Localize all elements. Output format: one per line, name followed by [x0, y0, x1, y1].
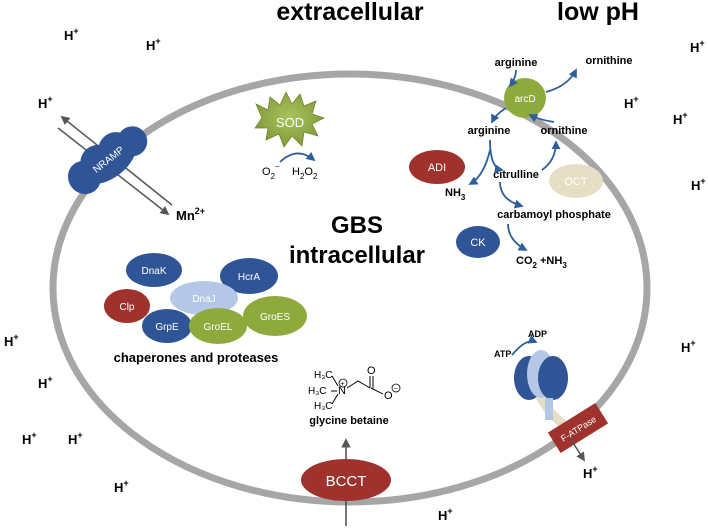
mn-label: Mn2+	[176, 206, 205, 223]
proton-efflux-arrow	[569, 437, 585, 462]
hcra-label: HcrA	[238, 272, 261, 283]
arrow-citrulline-ornithine	[541, 140, 561, 171]
adp-label: ADP	[528, 329, 547, 339]
clp-protein	[104, 289, 150, 323]
arcd-transporter	[504, 78, 546, 118]
dnaj-protein	[170, 281, 238, 315]
proton: H+	[114, 478, 129, 495]
bcct-label: BCCT	[326, 473, 367, 490]
clp-label: Clp	[119, 302, 134, 313]
groes-protein	[243, 296, 307, 336]
proton: H+	[690, 38, 705, 55]
arrow-carbamoyl-co2	[507, 223, 528, 251]
co2-nh3-label: CO2 +NH3	[516, 255, 567, 270]
carbonyl-oxygen: O	[367, 365, 376, 377]
arrow-arcd-ornithine-out	[545, 68, 577, 93]
nh3-label: NH3	[445, 187, 466, 202]
f-atpase-complex: F-ATPase ATP ADP	[494, 329, 609, 462]
hydrogen-peroxide-label: H2O2	[292, 166, 318, 181]
sod-enzyme: SOD	[254, 91, 326, 148]
proton: H+	[691, 176, 706, 193]
atp-adp-arrow	[511, 335, 538, 356]
bcct-transporter	[301, 459, 391, 501]
groel-label: GroEL	[204, 322, 233, 333]
superoxide-label: O2−	[262, 162, 280, 181]
intracellular-label: intracellular	[289, 242, 425, 269]
low-ph-label: low pH	[557, 0, 639, 26]
arrow-nh3-branch	[468, 149, 491, 185]
methyl-top: H₃C	[314, 370, 333, 381]
stalk	[545, 398, 553, 420]
nitrogen-atom: N	[338, 385, 346, 397]
adi-pathway: arginine ornithine arcD arginine ornithi…	[409, 55, 633, 270]
proton: H+	[438, 506, 453, 523]
sod-starburst	[254, 91, 326, 148]
arrow-arcd-arginine	[491, 107, 507, 124]
adi-enzyme	[409, 150, 465, 184]
glycine-betaine-structure: H₃C H₃C H₃C N + O O − glycine betaine	[308, 365, 401, 427]
chaperone-cluster: DnaK HcrA DnaJ Clp GrpE GroEL GroES chap…	[104, 253, 307, 365]
citrulline-label: citrulline	[493, 169, 539, 181]
carbamoyl-phosphate-label: carbamoyl phosphate	[497, 209, 611, 221]
proton: H+	[624, 94, 639, 111]
hcra-protein	[220, 258, 278, 294]
proton: H+	[583, 464, 598, 481]
proton: H+	[4, 332, 19, 349]
ornithine-outside: ornithine	[585, 55, 632, 67]
adi-label: ADI	[428, 162, 446, 174]
groes-label: GroES	[260, 312, 290, 323]
grpe-label: GrpE	[155, 322, 179, 333]
methyl-mid: H₃C	[308, 386, 327, 397]
groel-protein	[189, 308, 247, 344]
f1-subunit-right	[538, 356, 568, 400]
arrow-citrulline-carbamoyl	[499, 181, 524, 209]
arginine-inside: arginine	[468, 125, 511, 137]
nramp-transporter: NRAMP	[57, 115, 173, 216]
methyl-bot: H₃C	[314, 401, 333, 412]
proton: H+	[38, 374, 53, 391]
atp-label: ATP	[494, 349, 511, 359]
arrow-arginine-in	[508, 69, 518, 88]
sod-label: SOD	[276, 115, 304, 130]
proton: H+	[146, 36, 161, 53]
arginine-outside: arginine	[495, 57, 538, 69]
plus-charge: +	[341, 381, 345, 388]
dnak-protein	[126, 253, 182, 287]
arcd-label: arcD	[514, 94, 535, 105]
proton: H+	[64, 26, 79, 43]
arrow-ornithine-arcd	[528, 114, 555, 123]
cell-membrane	[49, 70, 651, 506]
proton: H+	[681, 338, 696, 355]
minus-charge: −	[394, 386, 398, 393]
gbs-label: GBS	[331, 212, 383, 239]
f0-subunit	[547, 402, 609, 454]
arrow-arginine-citrulline	[489, 139, 504, 174]
proton: H+	[22, 430, 37, 447]
chaperones-label: chaperones and proteases	[114, 350, 279, 365]
oct-label: OCT	[564, 176, 588, 188]
extracellular-label: extracellular	[276, 0, 424, 26]
ck-label: CK	[470, 237, 486, 249]
oct-enzyme	[549, 164, 603, 198]
proton-group: H+ H+ H+ H+ H+ H+ H+ H+ H+ H+ H+ H+ H+ H…	[4, 26, 706, 523]
grpe-protein	[142, 309, 192, 343]
dnaj-label: DnaJ	[192, 294, 215, 305]
proton: H+	[673, 110, 688, 127]
dnak-label: DnaK	[141, 266, 166, 277]
glycine-betaine-label: glycine betaine	[309, 415, 388, 427]
ck-enzyme	[456, 226, 500, 258]
ornithine-inside: ornithine	[540, 125, 587, 137]
proton: H+	[38, 94, 53, 111]
proton: H+	[68, 430, 83, 447]
carboxylate-oxygen: O	[384, 390, 393, 402]
